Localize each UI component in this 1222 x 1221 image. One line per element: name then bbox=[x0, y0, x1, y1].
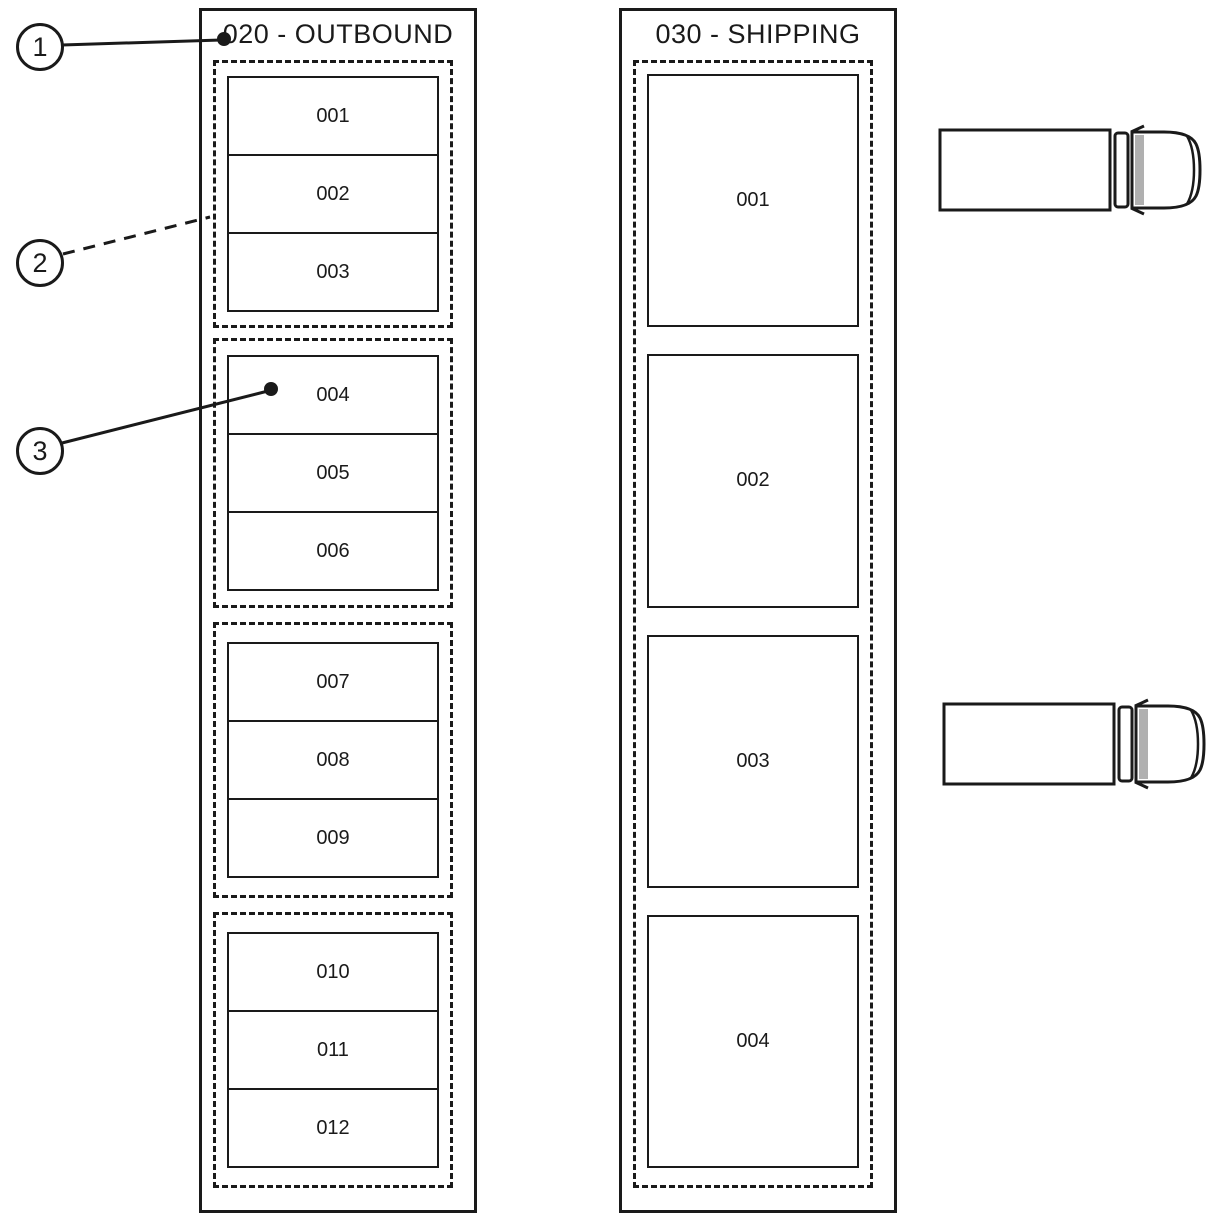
callout-2-badge: 2 bbox=[16, 239, 64, 287]
outbound-group-1: 001 002 003 bbox=[213, 60, 453, 328]
truck-cab-rear bbox=[1113, 131, 1130, 209]
location-cell: 003 bbox=[647, 634, 859, 888]
truck-trailer bbox=[942, 702, 1116, 786]
zone-shipping-title: 030 - SHIPPING bbox=[655, 18, 861, 49]
location-cell: 002 bbox=[227, 154, 439, 234]
callout-1-label: 1 bbox=[32, 31, 48, 62]
location-cell: 009 bbox=[227, 798, 439, 878]
outbound-group-3: 007 008 009 bbox=[213, 622, 453, 898]
truck-icon bbox=[942, 698, 1210, 790]
truck-windshield bbox=[1139, 709, 1148, 779]
shipping-dashed-area: 001 002 003 004 bbox=[633, 60, 873, 1188]
truck-trailer bbox=[938, 128, 1112, 212]
outbound-group-4: 010 011 012 bbox=[213, 912, 453, 1188]
location-cell: 004 bbox=[227, 355, 439, 435]
truck-cab-body bbox=[1130, 130, 1202, 210]
truck-cab-rear bbox=[1117, 705, 1134, 783]
location-cell: 001 bbox=[647, 74, 859, 328]
truck-icon bbox=[938, 124, 1206, 216]
location-cell: 007 bbox=[227, 642, 439, 722]
location-cell: 002 bbox=[647, 354, 859, 608]
location-cell: 005 bbox=[227, 433, 439, 513]
location-cell: 001 bbox=[227, 76, 439, 156]
truck-front-bumper bbox=[1189, 709, 1200, 779]
callout-1-line bbox=[61, 38, 222, 47]
location-cell: 012 bbox=[227, 1088, 439, 1168]
callout-1-badge: 1 bbox=[16, 23, 64, 71]
zone-shipping: 030 - SHIPPING 001 002 003 004 bbox=[619, 8, 897, 1213]
location-cell: 010 bbox=[227, 932, 439, 1012]
callout-3-badge: 3 bbox=[16, 427, 64, 475]
location-cell: 011 bbox=[227, 1010, 439, 1090]
truck-cab-body bbox=[1134, 704, 1206, 784]
location-cell: 004 bbox=[647, 914, 859, 1168]
zone-outbound-title: 020 - OUTBOUND bbox=[222, 18, 454, 49]
outbound-group-2: 004 005 006 bbox=[213, 338, 453, 608]
location-cell: 003 bbox=[227, 232, 439, 312]
callout-2-label: 2 bbox=[32, 247, 48, 278]
callout-2-dashed-line bbox=[62, 215, 211, 256]
location-cell: 006 bbox=[227, 511, 439, 591]
truck-windshield bbox=[1135, 135, 1144, 205]
truck-front-bumper bbox=[1185, 135, 1196, 205]
callout-3-label: 3 bbox=[32, 435, 48, 466]
zone-outbound: 020 - OUTBOUND 001 002 003 004 005 006 0… bbox=[199, 8, 477, 1213]
location-cell: 008 bbox=[227, 720, 439, 800]
